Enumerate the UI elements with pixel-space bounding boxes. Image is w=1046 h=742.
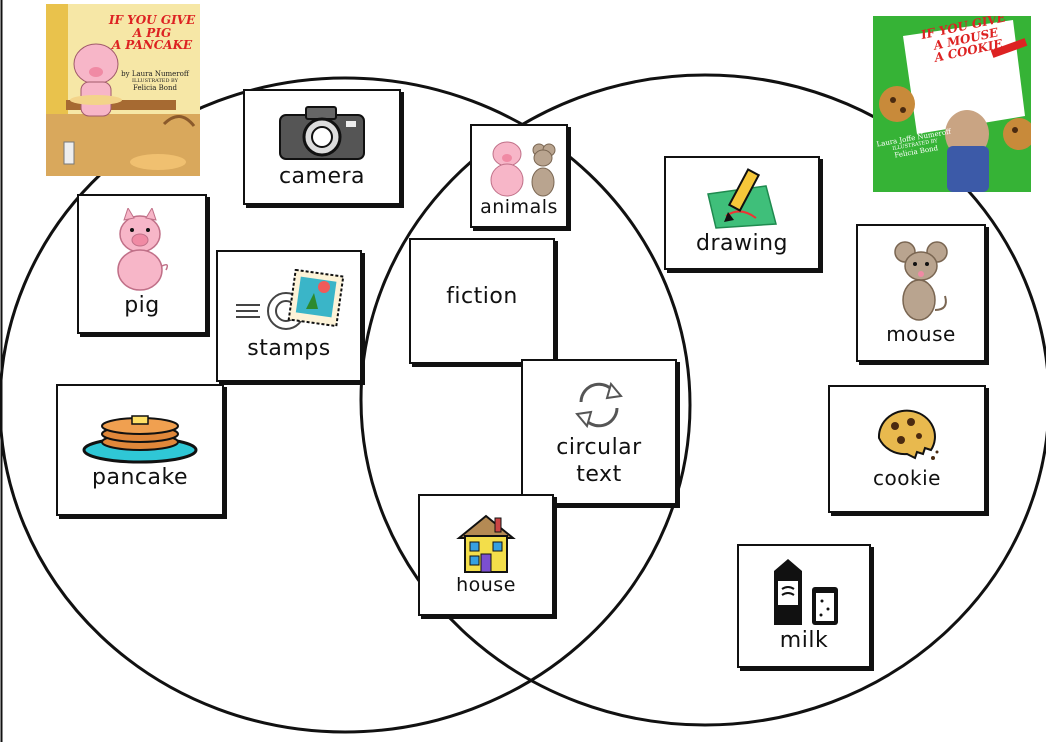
cookie-label: cookie [873, 465, 941, 490]
card-animals: animals [470, 124, 568, 228]
book-cover-art [873, 16, 1031, 192]
left-book-title-line-3: A PANCAKE [111, 38, 193, 53]
card-circular-text: circular text [521, 359, 677, 505]
circular-text-label-line-1: circular [556, 434, 642, 460]
milk-and-glass-icon [774, 559, 838, 626]
card-drawing: drawing [664, 156, 820, 270]
circular-arrows-icon [575, 381, 623, 428]
cookie-icon [877, 409, 939, 460]
right-circle [359, 73, 1046, 727]
pig-and-mouse-icon [490, 141, 556, 196]
card-fiction: fiction [409, 238, 555, 364]
card-milk: milk [737, 544, 871, 668]
card-house: house [418, 494, 554, 616]
drawing-label: drawing [695, 231, 788, 257]
book-cover-art [46, 4, 200, 176]
stamps-label: stamps [247, 336, 331, 362]
mouse-icon [894, 240, 948, 321]
milk-label: milk [779, 628, 829, 654]
camera-icon [279, 106, 365, 161]
animals-label: animals [480, 195, 558, 218]
card-camera: camera [243, 89, 401, 205]
card-pancake: pancake [56, 384, 224, 516]
circular-text-label-line-2: text [576, 462, 622, 487]
card-cookie: cookie [828, 385, 986, 513]
left-circle [0, 76, 692, 734]
left-book-illustrated-by: ILLUSTRATED BY [132, 78, 178, 84]
card-pig: pig [77, 194, 207, 334]
card-mouse: mouse [856, 224, 986, 362]
left-book-author: by Laura Numeroff [121, 70, 189, 78]
pencil-drawing-icon [707, 168, 777, 230]
pancake-icon [82, 415, 198, 464]
fiction-label: fiction [446, 284, 518, 310]
card-stamps: stamps [216, 250, 362, 382]
house-icon [456, 514, 516, 574]
left-book-title-line-1: IF YOU GIVE [108, 13, 196, 27]
pancake-label: pancake [92, 465, 188, 491]
book-cover-pig-pancake: IF YOU GIVE A PIG A PANCAKE by Laura Num… [46, 4, 200, 176]
pig-icon [117, 208, 169, 291]
camera-label: camera [278, 164, 366, 190]
book-cover-mouse-cookie: IF YOU GIVE A MOUSE A COOKIE Laura Joffe… [873, 16, 1031, 192]
mouse-label: mouse [886, 321, 956, 346]
left-book-illustrator: Felicia Bond [133, 84, 177, 92]
pig-label: pig [124, 293, 160, 319]
left-book-title-line-2: A PIG [132, 25, 172, 40]
house-label: house [456, 574, 516, 597]
stamps-icon [236, 269, 344, 331]
